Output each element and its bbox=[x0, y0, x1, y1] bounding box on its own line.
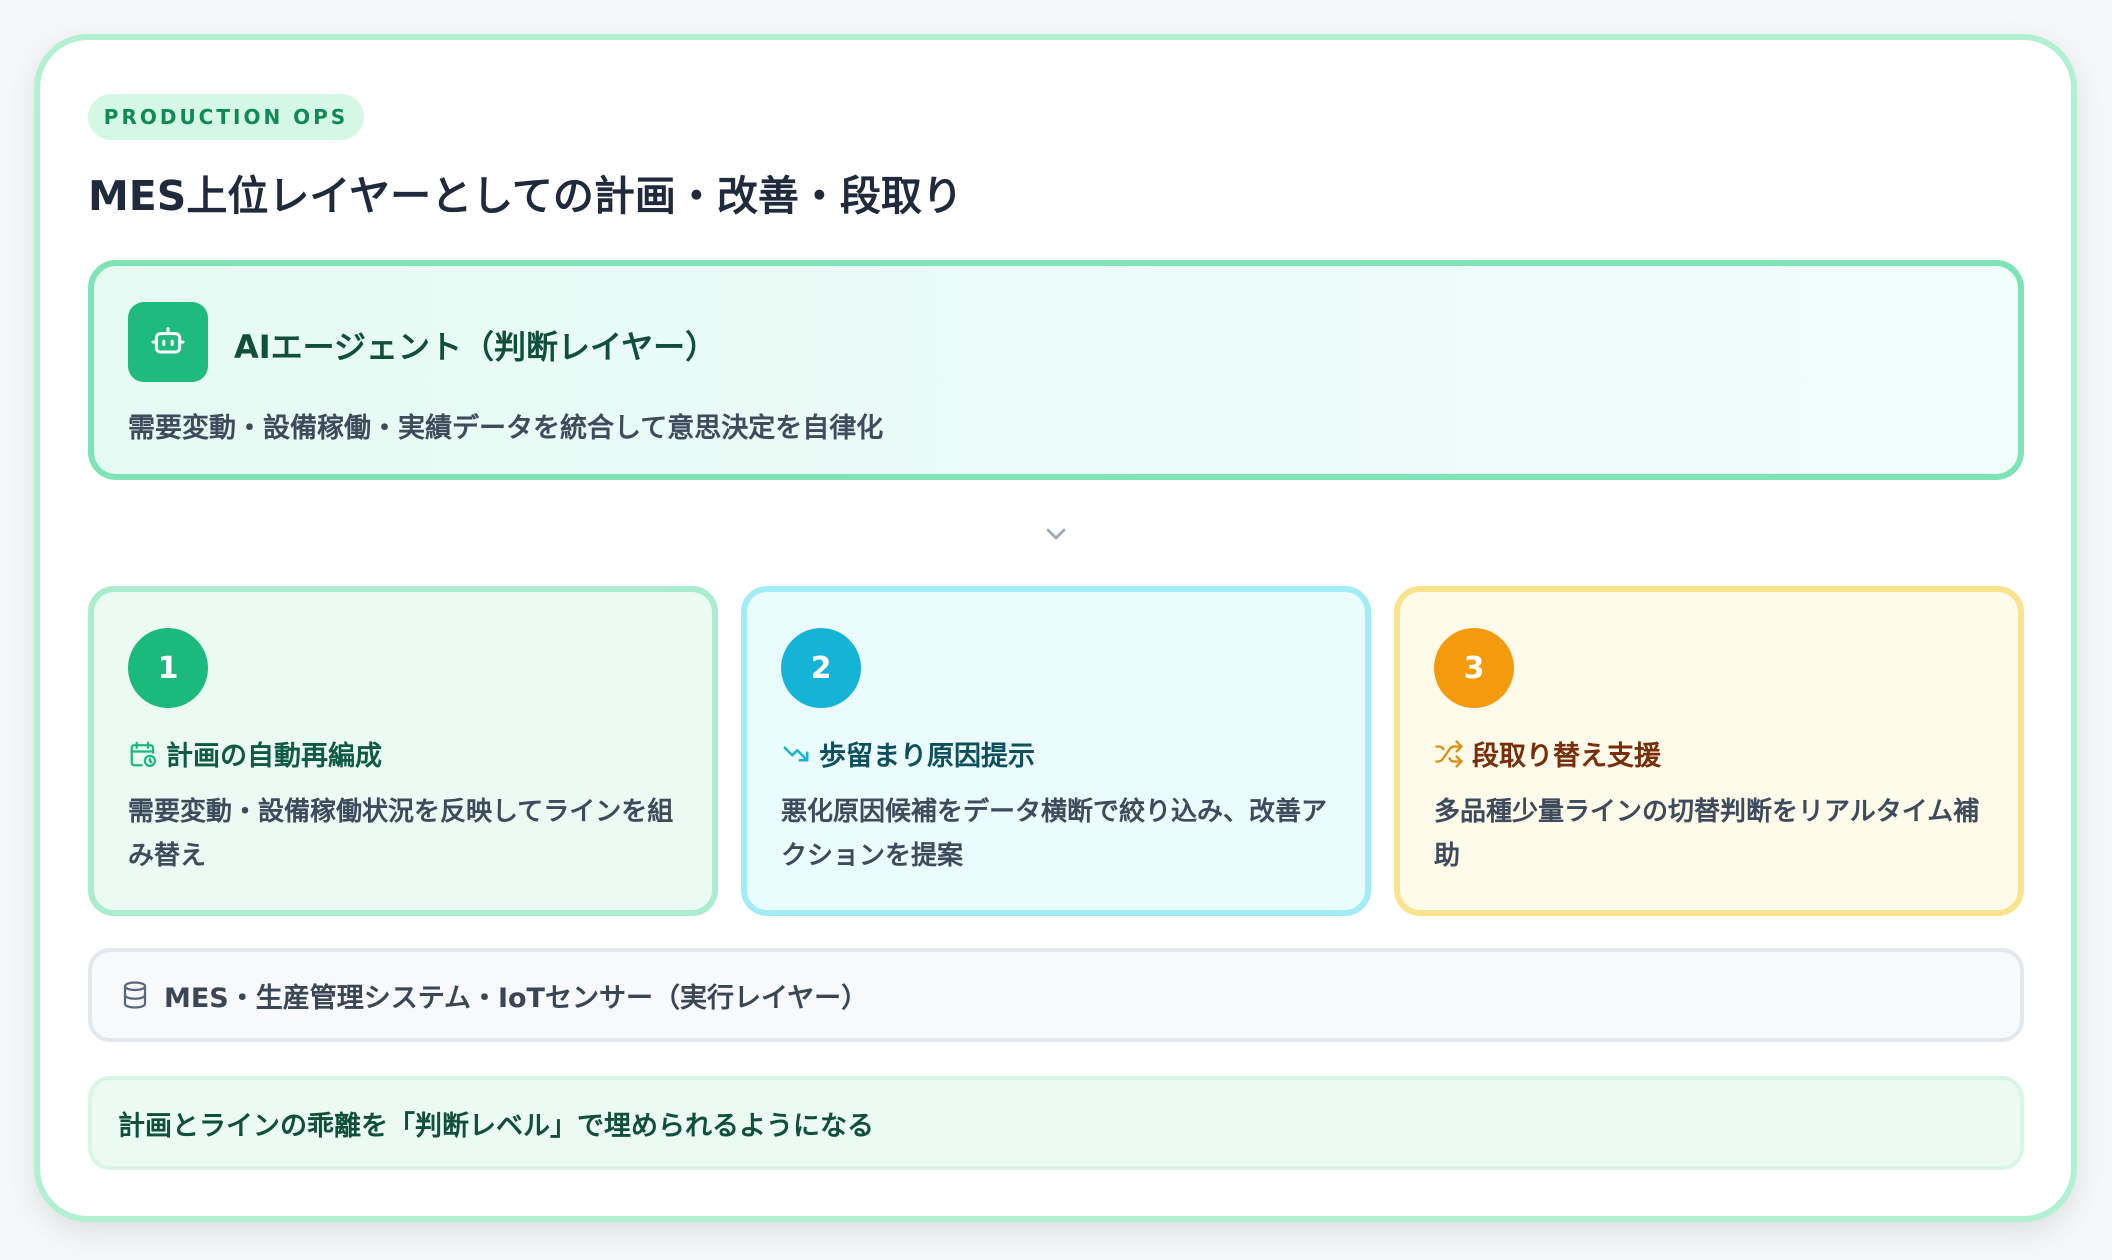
ai-agent-title: AIエージェント（判断レイヤー） bbox=[234, 328, 718, 366]
step-description: 需要変動・設備稼働状況を反映してラインを組み替え bbox=[128, 797, 674, 871]
execution-layer-label: MES・生産管理システム・IoTセンサー（実行レイヤー） bbox=[164, 982, 869, 1014]
summary-banner: 計画とラインの乖離を「判断レベル」で埋められるようになる bbox=[88, 1076, 2024, 1170]
step-title: 計画の自動再編成 bbox=[166, 741, 382, 772]
shuffle-icon bbox=[1434, 739, 1464, 769]
step-number-badge: 2 bbox=[781, 628, 861, 708]
step-title: 段取り替え支援 bbox=[1472, 741, 1661, 772]
ai-agent-layer: AIエージェント（判断レイヤー） 需要変動・設備稼働・実績データを統合して意思決… bbox=[88, 260, 2024, 480]
step-card-changeover: 3 段取り替え支援 多品種少量ラインの切替判断をリアルタイム補助 bbox=[1394, 586, 2024, 916]
step-number-badge: 1 bbox=[128, 628, 208, 708]
ai-agent-description: 需要変動・設備稼働・実績データを統合して意思決定を自律化 bbox=[128, 413, 884, 444]
step-number-badge: 3 bbox=[1434, 628, 1514, 708]
step-description: 多品種少量ラインの切替判断をリアルタイム補助 bbox=[1434, 797, 1980, 871]
section-tag: PRODUCTION OPS bbox=[88, 94, 364, 140]
database-icon bbox=[120, 980, 150, 1010]
step-description: 悪化原因候補をデータ横断で絞り込み、改善アクションを提案 bbox=[781, 797, 1328, 871]
robot-icon bbox=[128, 302, 208, 382]
execution-layer: MES・生産管理システム・IoTセンサー（実行レイヤー） bbox=[88, 948, 2024, 1042]
step-card-plan-reorg: 1 計画の自動再編成 需要変動・設備稼働状況を反映してラインを組み替え bbox=[88, 586, 718, 916]
summary-text: 計画とラインの乖離を「判断レベル」で埋められるようになる bbox=[118, 1110, 874, 1142]
trending-down-icon bbox=[781, 739, 811, 769]
calendar-clock-icon bbox=[128, 739, 158, 769]
chevron-down-icon bbox=[1040, 518, 1072, 550]
page-title: MES上位レイヤーとしての計画・改善・段取り bbox=[88, 172, 963, 220]
step-card-yield-cause: 2 歩留まり原因提示 悪化原因候補をデータ横断で絞り込み、改善アクションを提案 bbox=[741, 586, 1371, 916]
step-title: 歩留まり原因提示 bbox=[819, 741, 1035, 772]
